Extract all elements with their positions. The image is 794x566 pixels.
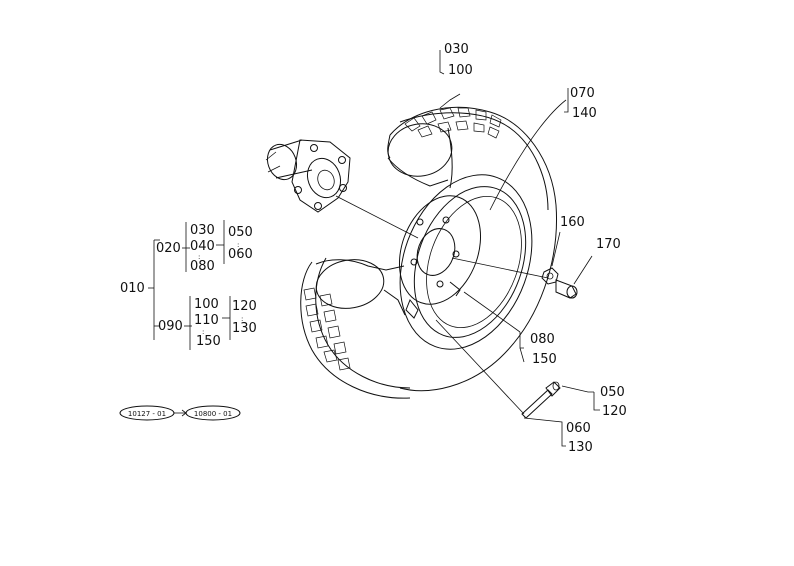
serial-range: 10127 - 01 10800 - 01 xyxy=(119,405,241,421)
serial-to: 10800 - 01 xyxy=(194,410,232,418)
callout-valve-1: 060 xyxy=(566,421,591,436)
tree-a-item-2: 040 xyxy=(190,239,215,254)
valve-drawing xyxy=(521,381,561,419)
tree-a-sub-2: 060 xyxy=(228,247,253,262)
tree-a-sub-1: 050 xyxy=(228,225,253,240)
callout-disc-2: 150 xyxy=(532,352,557,367)
tree-b-item-1: 100 xyxy=(194,297,219,312)
callout-valve-cap-1: 050 xyxy=(600,385,625,400)
nut-bolt-drawing xyxy=(541,267,578,299)
tree-b-item-2: 110 xyxy=(194,313,219,328)
tree-a-item-3: 080 xyxy=(190,259,215,274)
callout-valve-2: 130 xyxy=(568,440,593,455)
callout-tube-2: 140 xyxy=(572,106,597,121)
hub-drawing xyxy=(265,139,351,213)
tree-b-sub-dot: : xyxy=(241,315,243,323)
callouts: 030 100 070 140 160 170 080 150 050 120 … xyxy=(444,42,627,455)
tree-b-dot: : xyxy=(202,328,204,336)
rim-drawing xyxy=(398,174,533,350)
callout-disc-1: 080 xyxy=(530,332,555,347)
callout-tube-1: 070 xyxy=(570,86,595,101)
callout-valve-cap-2: 120 xyxy=(602,404,627,419)
callout-nut: 160 xyxy=(560,215,585,230)
serial-from: 10127 - 01 xyxy=(128,410,166,418)
tree-root: 010 xyxy=(120,281,145,296)
tree-a-dot: : xyxy=(198,253,200,261)
tree-b-sub-1: 120 xyxy=(232,299,257,314)
tree-b-sub-2: 130 xyxy=(232,321,257,336)
tree-b-item-3: 150 xyxy=(196,334,221,349)
tree-branch-a: 020 xyxy=(156,241,181,256)
callout-tire-1: 030 xyxy=(444,42,469,57)
tire-drawing xyxy=(387,106,557,392)
tire-lower-drawing xyxy=(300,257,411,399)
tree-branch-b: 090 xyxy=(158,319,183,334)
assembly-tree: 010 020 030 040 080 : 050 060 : 090 100 … xyxy=(120,220,257,350)
tree-a-sub-dot: : xyxy=(237,241,239,249)
callout-tire-2: 100 xyxy=(448,63,473,78)
tree-a-item-1: 030 xyxy=(190,223,215,238)
leader-lines xyxy=(335,50,600,447)
callout-bolt: 170 xyxy=(596,237,621,252)
